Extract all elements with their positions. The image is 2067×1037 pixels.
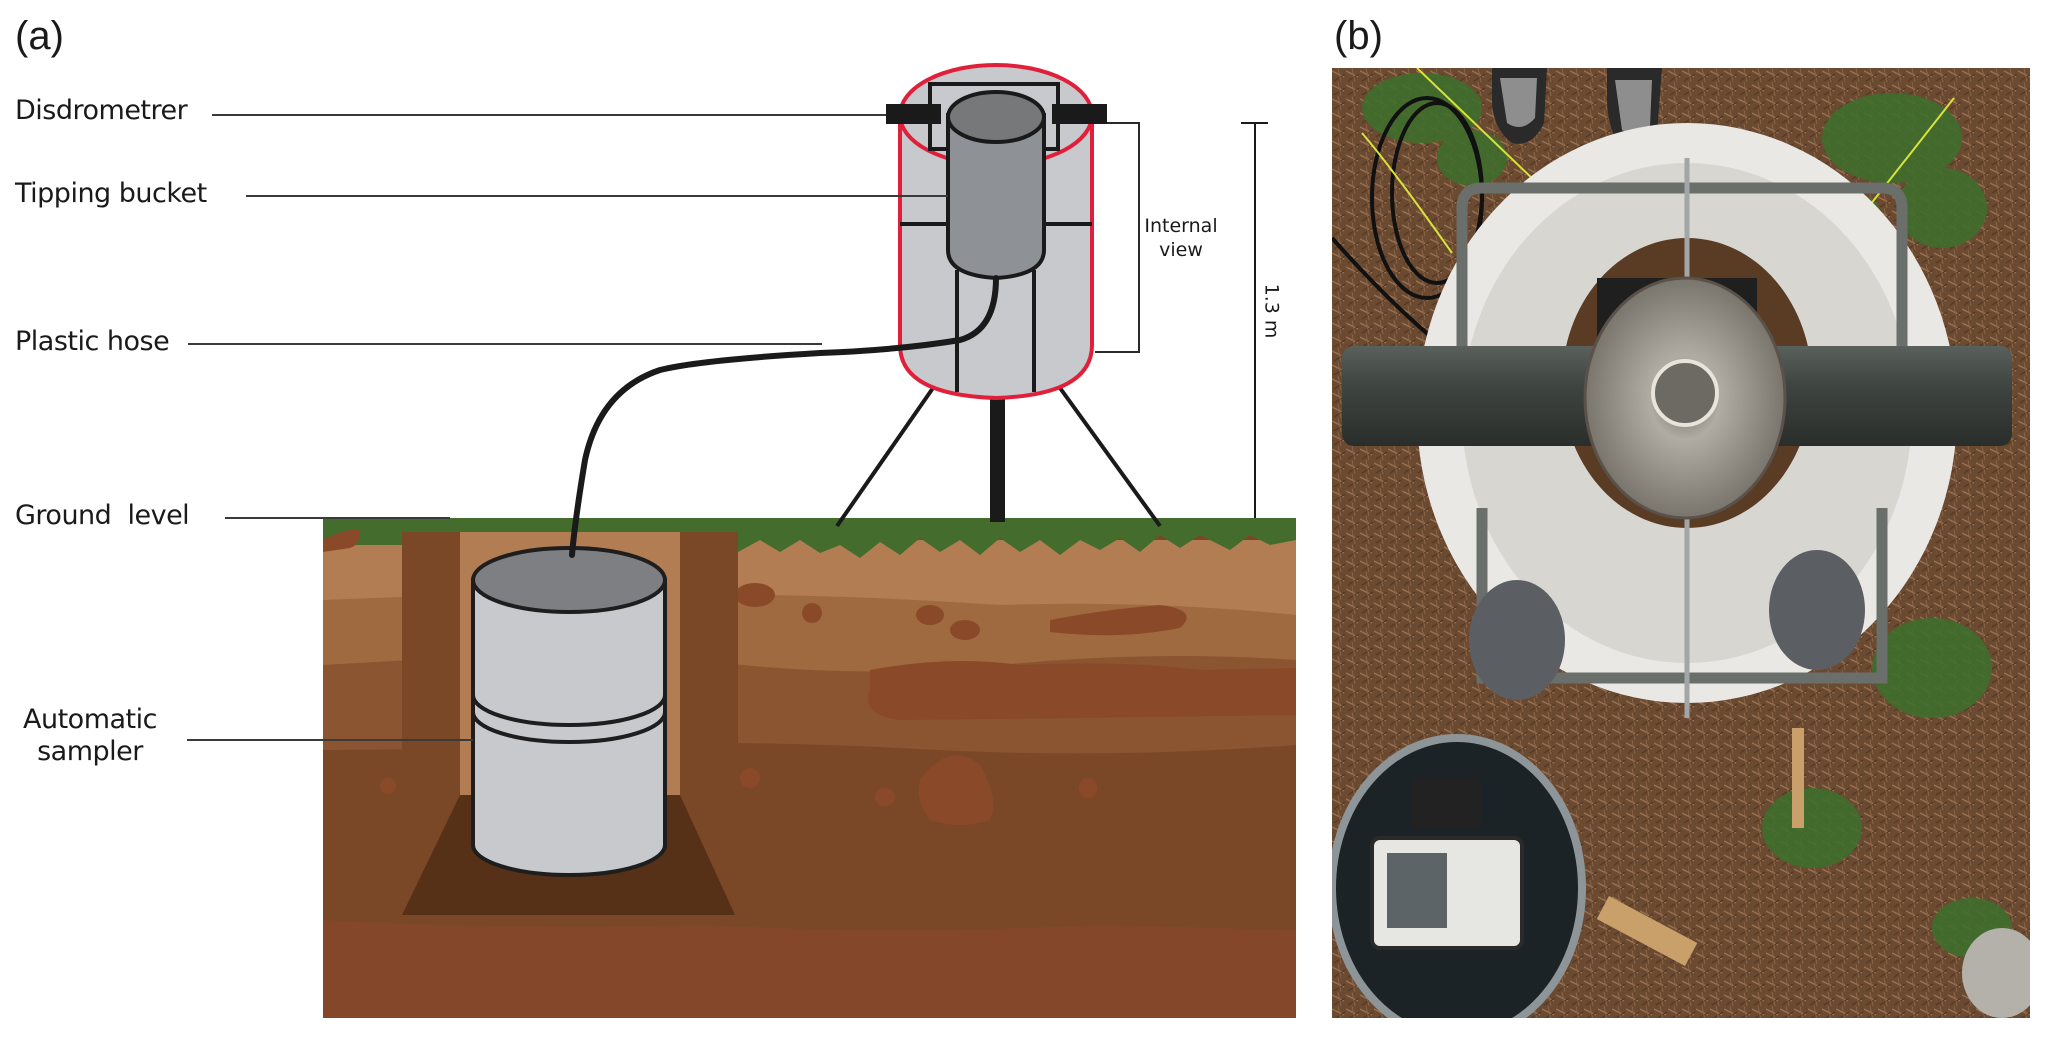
callout-disdrometer: Disdrometrer [15, 95, 188, 126]
field-photo [1332, 68, 2030, 1018]
rock [1962, 928, 2030, 1018]
field-photo-illustration [1332, 68, 2030, 1018]
callout-automatic-sampler: Automatic sampler [15, 704, 165, 768]
tipping-bucket [946, 90, 1046, 281]
panel-a-label: (a) [15, 14, 64, 58]
internal-view-bracket [1095, 122, 1140, 353]
sensor-head-left [1469, 580, 1565, 700]
internal-view-line2: view [1159, 238, 1203, 261]
wooden-stick [1596, 896, 1698, 966]
internal-view-label: Internal view [1140, 215, 1222, 263]
grass-strip [323, 518, 1296, 558]
panel-b-label: (b) [1334, 14, 1383, 58]
callout-automatic-sampler-line2: sampler [37, 735, 143, 767]
disdrometer-sensor [886, 104, 1107, 124]
height-scale-bar [1241, 122, 1268, 518]
sampler-pump [1412, 778, 1482, 828]
callout-automatic-sampler-line1: Automatic [23, 704, 157, 735]
internal-view-line1: Internal [1144, 215, 1218, 237]
callout-tipping-bucket: Tipping bucket [15, 178, 207, 209]
height-annotation: 1.3 m [1260, 283, 1283, 339]
callout-plastic-hose: Plastic hose [15, 326, 170, 357]
plastic-hose [569, 275, 999, 558]
sensor-head-right [1769, 550, 1865, 670]
disdrometer-center [1651, 359, 1719, 427]
controller-keypad [1387, 853, 1447, 928]
tripod [835, 386, 1162, 528]
shoes [1492, 68, 1662, 152]
callout-ground-level: Ground level [15, 500, 190, 531]
automatic-sampler-cylinder [471, 546, 667, 877]
